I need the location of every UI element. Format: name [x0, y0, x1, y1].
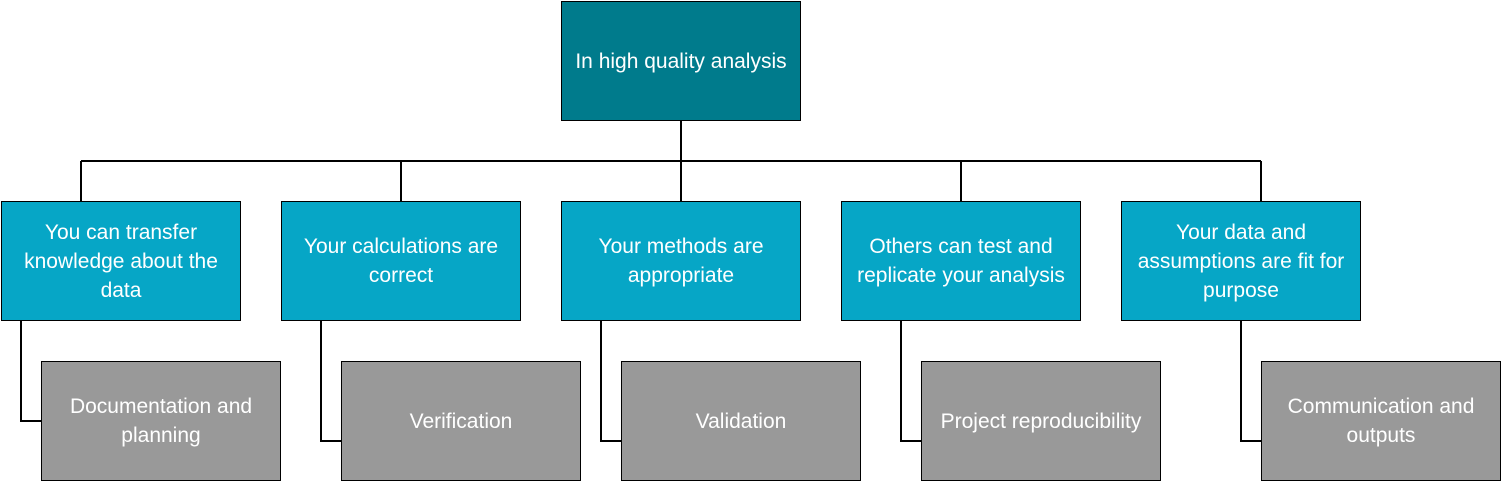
principle-label: You can transfer knowledge about the dat…	[24, 220, 218, 302]
practice-node-3: Validation	[621, 361, 861, 481]
principle-label: Your calculations are correct	[303, 235, 499, 287]
principle-node-4: Others can test and replicate your analy…	[841, 201, 1081, 321]
connector-practice-2	[320, 321, 341, 442]
principle-label: Your data and assumptions are fit for pu…	[1137, 220, 1345, 302]
practice-label: Verification	[409, 409, 513, 433]
connector-practice-3	[600, 321, 621, 442]
principle-node-1: You can transfer knowledge about the dat…	[1, 201, 241, 321]
practice-label: Communication and outputs	[1287, 395, 1475, 447]
connector-practice-5	[1240, 321, 1261, 442]
root-label: In high quality analysis	[575, 49, 787, 73]
practice-label: Project reproducibility	[940, 409, 1142, 433]
practice-node-5: Communication and outputs	[1261, 361, 1501, 481]
practice-node-1: Documentation and planning	[41, 361, 281, 481]
principle-node-5: Your data and assumptions are fit for pu…	[1121, 201, 1361, 321]
connector-practice-1	[20, 321, 41, 422]
practice-label: Validation	[695, 409, 787, 433]
principle-node-3: Your methods are appropriate	[561, 201, 801, 321]
practice-node-2: Verification	[341, 361, 581, 481]
connector-practice-4	[900, 321, 921, 442]
root-node: In high quality analysis	[561, 1, 801, 121]
principle-node-2: Your calculations are correct	[281, 201, 521, 321]
principle-label: Your methods are appropriate	[598, 235, 764, 287]
practice-node-4: Project reproducibility	[921, 361, 1161, 481]
practice-label: Documentation and planning	[69, 395, 253, 447]
principle-label: Others can test and replicate your analy…	[857, 235, 1065, 287]
